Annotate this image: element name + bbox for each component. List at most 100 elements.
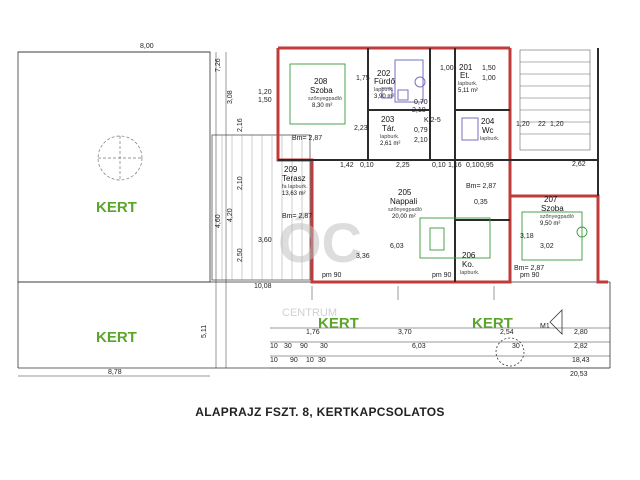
dim-nappali-w: 6,03 (390, 243, 404, 250)
room-name: Wc (482, 126, 494, 135)
room-203: 203 Tár. lapburk. 2,61 m² (380, 115, 400, 147)
room-floor: fa lapburk. (282, 184, 308, 190)
dim-total-2: 20,53 (570, 371, 588, 378)
room-205: 205 Nappali szőnyegpadló 20,00 m² (388, 188, 422, 220)
room-number: 208 (314, 77, 328, 86)
tag-m1: M1 (540, 323, 550, 330)
dim-lower-a-1: 1,76 (306, 329, 320, 336)
room-area: 2,61 m² (380, 141, 400, 147)
dim-right-1: 1,20 (516, 121, 530, 128)
dim-small-b-4: 0,79 (414, 127, 428, 134)
room-208: 208 Szoba szőnyegpadló 8,30 m² (308, 77, 342, 109)
staircase (519, 49, 591, 151)
dim-lower-b-6: 30 (512, 343, 520, 350)
room-area: 5,11 m² (458, 88, 478, 94)
room-name: Szoba (541, 204, 564, 213)
room-name: Terasz (282, 174, 306, 183)
tag-bm-2: Bm= 2,87 (466, 183, 496, 190)
room-floor: lapburk. (458, 81, 478, 87)
dim-lower-c-2: 90 (290, 357, 298, 364)
dim-lower-a-4: 2,80 (574, 329, 588, 336)
tag-pm-1: pm 90 (322, 272, 342, 279)
dim-right-6: 0,35 (474, 199, 488, 206)
dim-lower-c-1: 10 (270, 357, 278, 364)
bathroom-fixtures (381, 59, 479, 141)
room-206: 206 Ko. lapburk. (460, 251, 480, 276)
dim-bottom-left: 8,78 (108, 369, 122, 376)
room-number: 209 (284, 165, 298, 174)
dim-szoba208-w: 3,36 (356, 253, 370, 260)
dim-small-a-3: 1,75 (356, 75, 370, 82)
dim-vert-3: 2,16 (237, 118, 244, 132)
room-number: 205 (398, 188, 412, 197)
dim-lower-a-2: 3,70 (398, 329, 412, 336)
room-201: 201 Et. lapburk. 5,11 m² (458, 63, 478, 94)
tag-bm-3: Bm= 2,87 (282, 213, 312, 220)
dim-vert-7: 2,50 (237, 248, 244, 262)
dim-lower-b-2: 30 (284, 343, 292, 350)
dim-right-3: 1,20 (550, 121, 564, 128)
dim-mid-2: 0,10 (360, 162, 374, 169)
room-area: 20,00 m² (392, 214, 416, 220)
dim-lower-b-3: 90 (300, 343, 308, 350)
dim-lower-b-1: 10 (270, 343, 278, 350)
dim-total-1: 18,43 (572, 357, 590, 364)
dim-mid-6: 0,10 (466, 162, 480, 169)
room-floor: lapburk. (460, 270, 480, 276)
dim-small-a-1: 1,20 (258, 89, 272, 96)
dim-vert-5: 4,60 (215, 214, 222, 228)
dim-lower-c-3: 10 (306, 357, 314, 364)
dim-mid-1: 1,42 (340, 162, 354, 169)
dim-terasz-w: 3,60 (258, 237, 272, 244)
dim-lower-a-3: 2,54 (500, 329, 514, 336)
dim-width-1008: 10,08 (254, 283, 272, 290)
section-marker-symbol (495, 309, 563, 367)
room-202: 202 Fürdő lapburk. 3,90 m² (374, 69, 395, 100)
room-name: Fürdő (374, 77, 395, 86)
garden-label-lower-mid: KERT (318, 315, 359, 332)
room-207: 207 Szoba szőnyegpadló 9,50 m² (540, 195, 574, 227)
dim-small-b-1: 1,50 (482, 65, 496, 72)
tag-pm-2: pm 90 (432, 272, 452, 279)
dim-right-2: 22 (538, 121, 546, 128)
room-name: Tár. (382, 124, 396, 133)
dim-small-b-3: 2,10 (414, 137, 428, 144)
garden-tree-symbol (97, 135, 143, 181)
room-area: 9,50 m² (540, 221, 560, 227)
room-number: 202 (377, 69, 391, 78)
room-number: 203 (381, 115, 395, 124)
dim-small-a-4: 2,10 (412, 107, 426, 114)
room-name: Ko. (462, 260, 474, 269)
dim-mid-5: 1,16 (448, 162, 462, 169)
tag-bm-1: Bm= 2,87 (292, 135, 322, 142)
garden-label-lower-right: KERT (472, 315, 513, 332)
room-area: 3,90 m² (374, 94, 394, 100)
dim-vert-6: 4,20 (227, 208, 234, 222)
floor-plan-drawing: ÓC CENTRUM KERT KERT KERT KERT 208 Szoba… (17, 43, 611, 378)
room-number: 206 (462, 251, 476, 260)
room-floor: szőnyegpadló (308, 96, 342, 102)
dim-vert-8: 5,11 (201, 325, 208, 338)
dim-mid-3: 2,25 (396, 162, 410, 169)
room-area: 8,30 m² (312, 103, 332, 109)
room-204: 204 Wc lapburk. (480, 117, 500, 142)
interior-walls (278, 48, 599, 282)
room-name: Et. (460, 71, 470, 80)
dim-small-a-7: 2,23 (354, 125, 368, 132)
dim-vert-4: 2,10 (237, 176, 244, 190)
dim-vert-1: 7,26 (215, 58, 222, 72)
room-name: Nappali (390, 197, 417, 206)
room-area: 13,63 m² (282, 191, 306, 197)
dim-small-a-5: 1,00 (440, 65, 454, 72)
dim-vert-2: 3,08 (227, 90, 234, 104)
tag-bm-4: Bm= 2,87 (514, 265, 544, 272)
dim-mid-4: 0,10 (432, 162, 446, 169)
room-number: 207 (544, 195, 558, 204)
garden-label-upper-left: KERT (96, 199, 137, 216)
dim-small-a-6: 0,70 (414, 99, 428, 106)
room-floor: lapburk. (480, 136, 500, 142)
dimension-lines (18, 52, 610, 377)
room-number: 204 (481, 117, 495, 126)
dim-lower-b-4: 30 (320, 343, 328, 350)
dim-lower-c-4: 30 (318, 357, 326, 364)
